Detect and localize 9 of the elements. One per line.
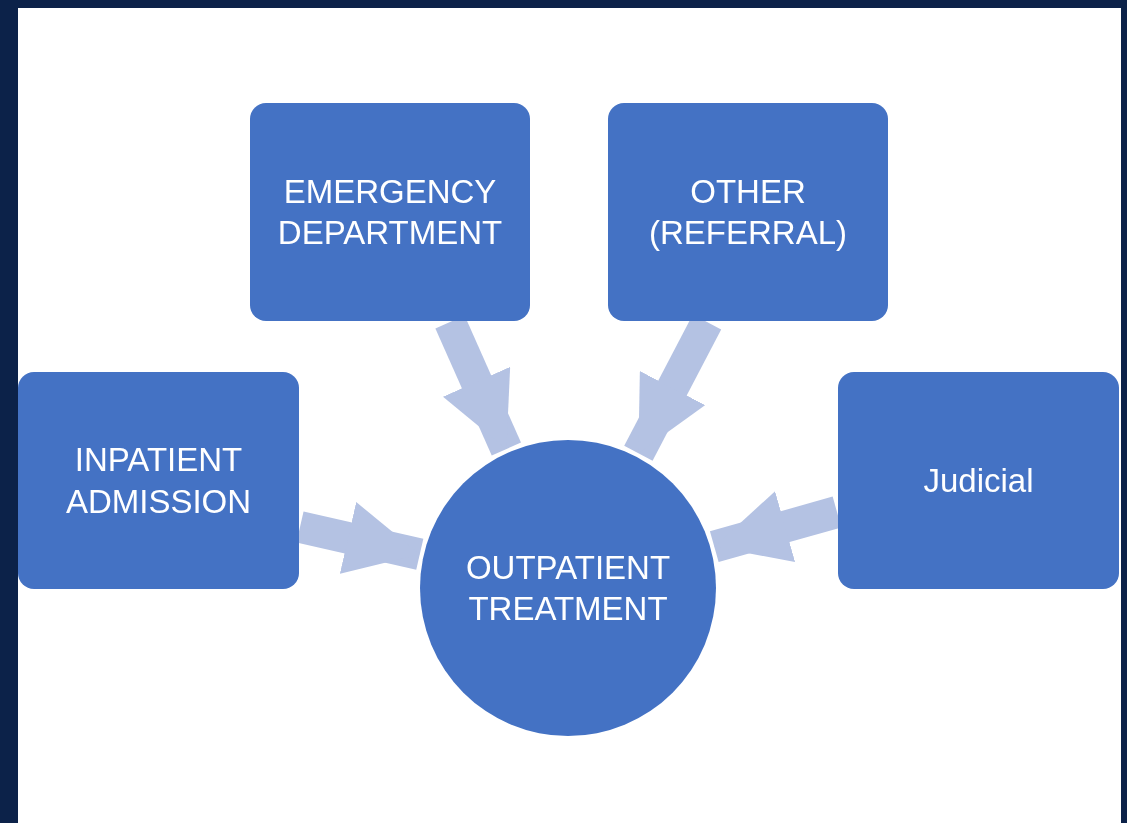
process-box xyxy=(608,103,888,321)
process-box xyxy=(18,372,299,589)
node-label: OUTPATIENT TREATMENT xyxy=(464,547,672,629)
node-label: OTHER (REFERRAL) xyxy=(648,171,848,253)
process-box xyxy=(250,103,530,321)
process-box xyxy=(838,372,1119,589)
node-label: INPATIENT ADMISSION xyxy=(64,440,253,522)
node-label: Judicial xyxy=(923,460,1034,501)
node-label: EMERGENCY DEPARTMENT xyxy=(276,171,504,253)
